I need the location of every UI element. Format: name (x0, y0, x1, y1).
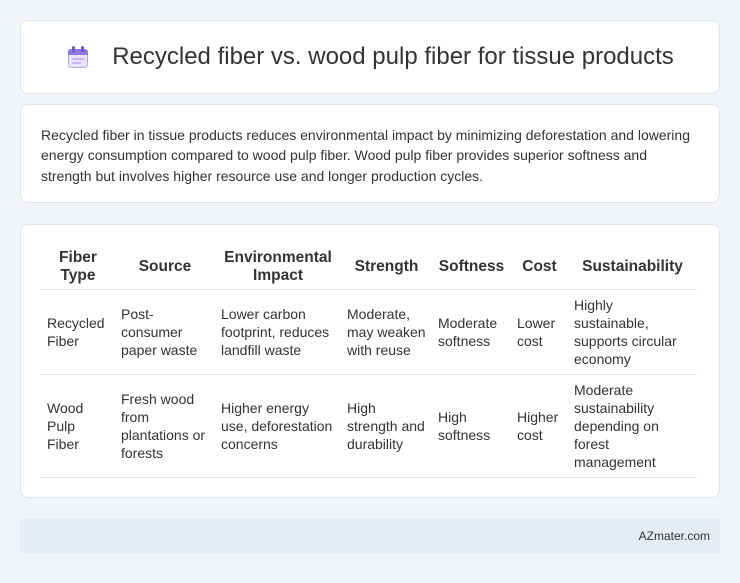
table-header-row: Fiber Type Source Environmental Impact S… (41, 245, 697, 290)
table-cell: Post-consumer paper waste (115, 289, 215, 375)
footer-brand: AZmater.com (638, 529, 710, 543)
table-cell: High strength and durability (341, 374, 432, 478)
calendar-icon (66, 45, 90, 69)
table-cell: Higher cost (511, 374, 568, 478)
column-header: Strength (341, 245, 432, 290)
summary-text: Recycled fiber in tissue products reduce… (41, 127, 690, 184)
footer: AZmater.com (20, 519, 720, 553)
comparison-table-card: Fiber Type Source Environmental Impact S… (20, 224, 720, 498)
table-row: Recycled Fiber Post-consumer paper waste… (41, 289, 697, 375)
page-title: Recycled fiber vs. wood pulp fiber for t… (112, 43, 674, 70)
comparison-table: Fiber Type Source Environmental Impact S… (41, 245, 697, 478)
title-card: Recycled fiber vs. wood pulp fiber for t… (20, 20, 720, 94)
column-header: Softness (432, 245, 511, 290)
summary-card: Recycled fiber in tissue products reduce… (20, 104, 720, 203)
table-cell: Moderate sustainability depending on for… (568, 374, 697, 478)
column-header: Source (115, 245, 215, 290)
table-cell: Moderate, may weaken with reuse (341, 289, 432, 375)
table-cell: Higher energy use, deforestation concern… (215, 374, 341, 478)
column-header: Cost (511, 245, 568, 290)
table-cell: Fresh wood from plantations or forests (115, 374, 215, 478)
table-cell: High softness (432, 374, 511, 478)
table-cell: Recycled Fiber (41, 289, 115, 375)
table-cell: Lower cost (511, 289, 568, 375)
table-cell: Wood Pulp Fiber (41, 374, 115, 478)
column-header: Fiber Type (41, 245, 115, 290)
table-cell: Highly sustainable, supports circular ec… (568, 289, 697, 375)
column-header: Sustainability (568, 245, 697, 290)
column-header: Environmental Impact (215, 245, 341, 290)
table-cell: Lower carbon footprint, reduces landfill… (215, 289, 341, 375)
table-cell: Moderate softness (432, 289, 511, 375)
table-row: Wood Pulp Fiber Fresh wood from plantati… (41, 374, 697, 478)
